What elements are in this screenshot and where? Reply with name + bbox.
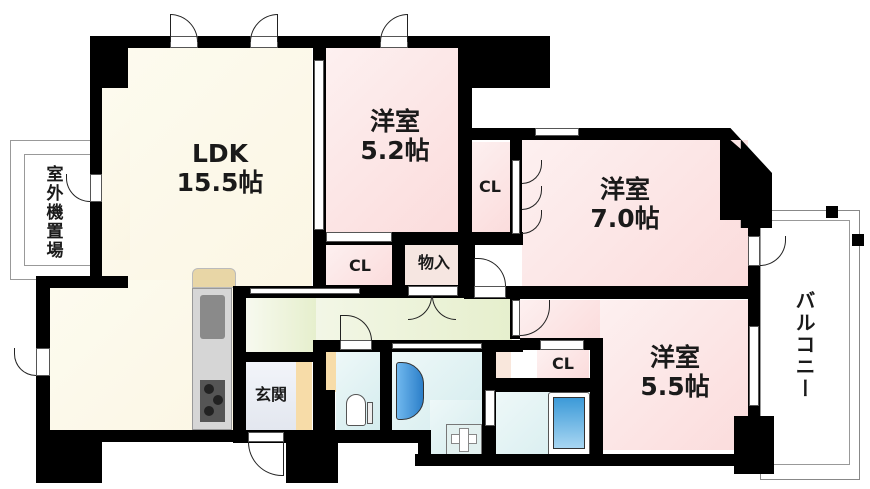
ldk-name: LDK: [191, 139, 249, 168]
bathtub-icon: [553, 397, 585, 449]
wall-kitchen-back: [233, 288, 246, 443]
balcony-post-b: [852, 234, 864, 246]
closet-a-floor: [470, 142, 510, 234]
closet-b-floor: [326, 245, 392, 285]
entrance-label: 玄関: [254, 385, 287, 404]
kitchen-counter-top: [192, 268, 236, 288]
door-swing-arc: [474, 258, 506, 286]
wall-55-left: [590, 338, 603, 466]
burner-1: [204, 384, 214, 394]
ldk-floor: [102, 48, 312, 288]
western-a-size: 5.2帖: [360, 135, 430, 165]
closet-c-label: CL: [552, 354, 574, 373]
entrance-door[interactable]: [248, 432, 284, 442]
western-c-entry-door[interactable]: [512, 300, 520, 336]
toilet-icon: [346, 394, 366, 426]
ldk-floor-left: [100, 80, 130, 260]
wall-storage-left: [392, 232, 405, 298]
door-swing-arc: [250, 14, 278, 42]
sink-icon: [200, 295, 225, 339]
closet-a-label: CL: [479, 177, 501, 196]
wall-cl-c-bottom: [496, 378, 603, 392]
western-a-floor: [326, 48, 458, 234]
wall-bottom-mid-block: [286, 430, 338, 483]
wall-52-right: [458, 36, 472, 294]
closet-b-door[interactable]: [326, 232, 392, 242]
closet-c-door[interactable]: [540, 340, 584, 350]
washbasin-icon: [396, 362, 424, 420]
ldk-left-window[interactable]: [36, 348, 50, 376]
bathroom-door[interactable]: [485, 390, 495, 426]
ldk-size: 15.5帖: [176, 167, 264, 197]
western-c-size: 5.5帖: [640, 371, 710, 401]
washroom-sliding-door[interactable]: [392, 343, 482, 349]
wall-storage-right: [463, 232, 475, 298]
ldk-label: LDK 15.5帖: [160, 139, 280, 198]
western-c-window[interactable]: [749, 326, 759, 406]
shoe-cabinet: [296, 362, 312, 430]
utility-niche: [496, 352, 511, 380]
balcony-post-a: [826, 206, 838, 218]
wall-left-notch: [36, 276, 128, 288]
wall-genkan-top: [246, 352, 316, 362]
hallway-floor-left: [246, 298, 316, 354]
toilet-shelf: [326, 352, 336, 392]
western-a-label: 洋室 5.2帖: [340, 107, 450, 166]
door-swing-arc: [14, 348, 36, 376]
closet-c-floor: [537, 350, 589, 378]
hall-sliding-door[interactable]: [250, 288, 360, 294]
western-b-window[interactable]: [535, 128, 579, 136]
western-a-name: 洋室: [369, 107, 420, 136]
outdoor-unit-label: 室外機置場: [42, 165, 63, 260]
wall-left-upper: [90, 36, 102, 286]
drain-cross-v: [459, 428, 469, 452]
storage-label: 物入: [417, 253, 450, 272]
western-b-balcony-door[interactable]: [748, 236, 760, 266]
western-a-sliding-door[interactable]: [314, 60, 324, 230]
wall-70-top: [458, 128, 726, 140]
western-c-label: 洋室 5.5帖: [620, 343, 730, 402]
wall-bottom-wash: [418, 430, 431, 466]
outdoor-unit-area-inner: [24, 154, 92, 266]
western-c-name: 洋室: [649, 343, 700, 372]
outdoor-unit-door[interactable]: [90, 174, 102, 202]
wall-bottom-ldk: [36, 430, 248, 442]
closet-b-label: CL: [349, 256, 371, 275]
entrance-floor: [246, 354, 296, 430]
western-b-label: 洋室 7.0帖: [570, 175, 680, 234]
burner-3: [204, 406, 214, 416]
door-swing-arc: [248, 442, 284, 476]
burner-2: [213, 395, 223, 405]
toilet-remote-icon: [367, 402, 373, 424]
wall-70-bottom: [464, 286, 760, 299]
western-b-name: 洋室: [599, 175, 650, 204]
balcony-label: バルコニー: [792, 290, 816, 400]
western-b-door[interactable]: [474, 286, 506, 298]
storage-floor: [405, 245, 463, 285]
western-b-floor: [522, 140, 748, 286]
storage-door[interactable]: [408, 286, 458, 296]
toilet-door[interactable]: [340, 340, 372, 350]
door-swing-arc: [380, 14, 408, 42]
western-c-floor: [600, 300, 748, 450]
western-b-size: 7.0帖: [590, 203, 660, 233]
wall-pillar-top-center: [458, 36, 550, 88]
closet-a-door[interactable]: [512, 160, 520, 234]
door-swing-arc: [170, 14, 198, 42]
wall-toilet-right: [380, 340, 392, 443]
